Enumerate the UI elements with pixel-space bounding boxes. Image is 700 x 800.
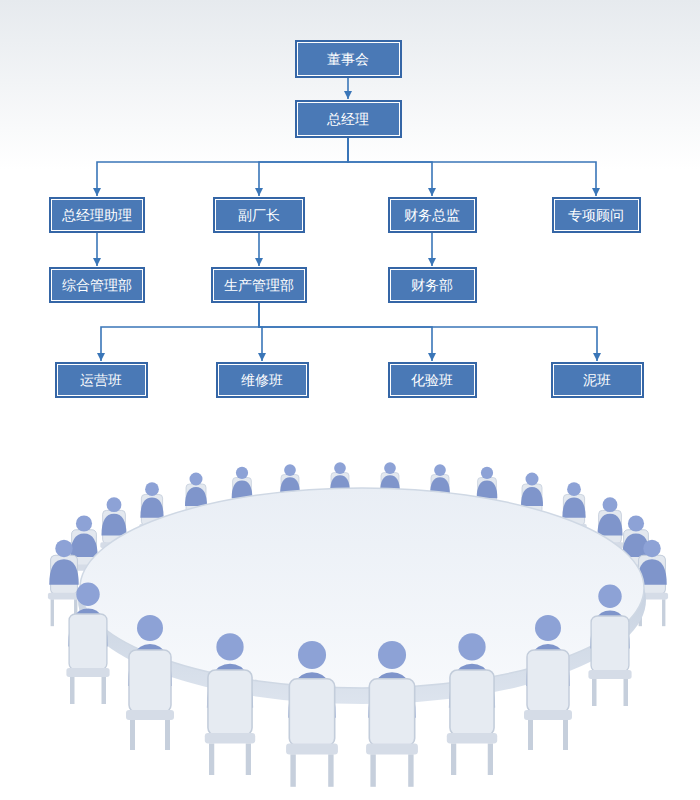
person-figure: [366, 641, 418, 787]
box-label: 专项顾问: [568, 207, 624, 224]
org-box: 生产管理部: [211, 267, 307, 303]
connector-arrow: [348, 138, 596, 196]
box-label: 财务总监: [404, 207, 460, 224]
connector-arrow: [259, 303, 597, 361]
connector-arrow: [96, 233, 98, 266]
connector-arrow: [258, 233, 260, 266]
connector-arrow: [101, 303, 259, 361]
box-label: 副厂长: [238, 207, 280, 224]
box-label: 化验班: [411, 372, 453, 389]
org-box: 副厂长: [213, 197, 305, 233]
box-label: 运营班: [80, 372, 122, 389]
connector-arrow: [259, 303, 432, 361]
box-label: 总经理助理: [62, 207, 132, 224]
org-box: 财务部: [388, 267, 477, 303]
org-box: 总经理: [295, 100, 402, 138]
person-figure: [588, 585, 631, 707]
connector-arrow: [347, 78, 349, 99]
connector-arrow: [259, 138, 348, 196]
box-label: 综合管理部: [62, 277, 132, 294]
background-fade: [0, 0, 700, 170]
org-box: 运营班: [55, 362, 148, 398]
connector-arrow: [348, 138, 432, 196]
org-box: 泥班: [551, 362, 644, 398]
person-figure: [286, 641, 338, 787]
near-people: [66, 583, 631, 787]
connector-arrow: [431, 233, 433, 266]
org-box: 董事会: [295, 40, 402, 78]
org-box: 总经理助理: [49, 197, 145, 233]
connector-arrow: [97, 138, 348, 196]
org-box: 专项顾问: [552, 197, 641, 233]
org-box: 综合管理部: [49, 267, 145, 303]
org-box: 维修班: [216, 362, 309, 398]
box-label: 董事会: [327, 51, 369, 68]
person-figure: [126, 615, 174, 750]
org-box: 化验班: [388, 362, 477, 398]
org-box: 财务总监: [388, 197, 477, 233]
person-figure: [66, 583, 109, 705]
box-label: 总经理: [327, 111, 369, 128]
person-figure: [447, 633, 497, 775]
person-figure: [205, 633, 255, 775]
person-figure: [48, 540, 80, 626]
box-label: 泥班: [583, 372, 611, 389]
box-label: 财务部: [411, 277, 453, 294]
box-label: 生产管理部: [224, 277, 294, 294]
box-label: 维修班: [241, 372, 283, 389]
person-figure: [524, 615, 572, 750]
